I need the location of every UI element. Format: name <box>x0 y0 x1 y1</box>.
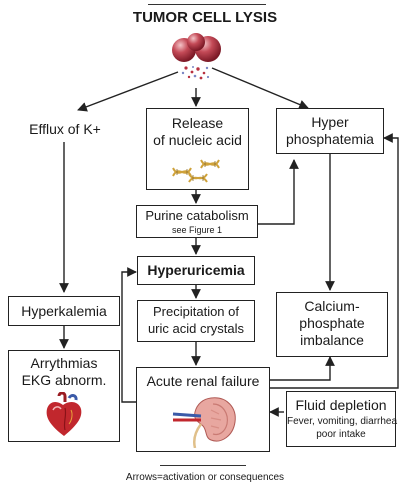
arrow-cells-to-hyperphos <box>211 67 309 110</box>
purine-label: Purine catabolism <box>145 208 249 223</box>
purine-figure-reference: see Figure 1 <box>171 225 223 235</box>
calcium-phosphate-box: Calcium- phosphate imbalance <box>276 292 388 357</box>
arrythmias-box: Arrythmias EKG abnorm. <box>8 350 120 442</box>
arrow-cells-to-efflux <box>77 71 179 112</box>
calcium-label-line3: imbalance <box>300 332 364 348</box>
arrythmias-label-line1: Arrythmias <box>30 355 98 371</box>
heart-icon <box>46 392 82 436</box>
fluid-causes-line2: poor intake <box>316 429 366 440</box>
release-label-line1: Release <box>171 115 224 131</box>
renal-label: Acute renal failure <box>146 373 260 389</box>
footnote: Arrows=activation or consequences <box>125 472 285 483</box>
hyperkalemia-label: Hyperkalemia <box>21 303 107 319</box>
diagram-title: TUMOR CELL LYSIS <box>132 9 278 26</box>
kidney-icon <box>172 397 236 448</box>
arrythmias-label-line2: EKG abnorm. <box>21 372 107 388</box>
purine-catabolism-box: Purine catabolism see Figure 1 <box>136 205 258 238</box>
precipitation-box: Precipitation of uric acid crystals <box>137 300 255 342</box>
acute-renal-failure-box: Acute renal failure <box>136 367 270 452</box>
tumor-cells-icon <box>172 33 221 80</box>
calcium-label-line1: Calcium- <box>304 298 360 314</box>
hyperuricemia-label: Hyperuricemia <box>147 262 245 278</box>
hyperkalemia-box: Hyperkalemia <box>8 296 120 326</box>
calcium-label-line2: phosphate <box>299 315 365 331</box>
hyperphosphatemia-box: Hyper phosphatemia <box>276 108 384 154</box>
release-label-line2: of nucleic acid <box>153 132 242 148</box>
fluid-causes-line1: Fever, vomiting, diarrhea <box>287 416 398 427</box>
release-nucleic-acid-box: Release of nucleic acid <box>146 108 249 190</box>
fluid-label: Fluid depletion <box>295 397 387 413</box>
footnote-rule <box>160 465 246 466</box>
hyperphos-label-line1: Hyper <box>311 114 349 130</box>
title-rule <box>148 4 266 5</box>
arrow-renal-to-hyperphos <box>270 133 399 389</box>
arrow-renal-to-calcium <box>270 356 335 381</box>
hyperuricemia-box: Hyperuricemia <box>137 256 255 285</box>
hyperphos-label-line2: phosphatemia <box>286 131 374 147</box>
efflux-label: Efflux of K+ <box>29 121 101 137</box>
dna-strands-icon <box>172 159 220 183</box>
fluid-depletion-box: Fluid depletion Fever, vomiting, diarrhe… <box>286 391 398 447</box>
precip-label-line1: Precipitation of <box>153 304 239 319</box>
arrow-purine-to-hyperphos <box>258 159 299 225</box>
arrow-renal-to-hyperuricemia <box>121 267 137 403</box>
precip-label-line2: uric acid crystals <box>147 321 245 336</box>
